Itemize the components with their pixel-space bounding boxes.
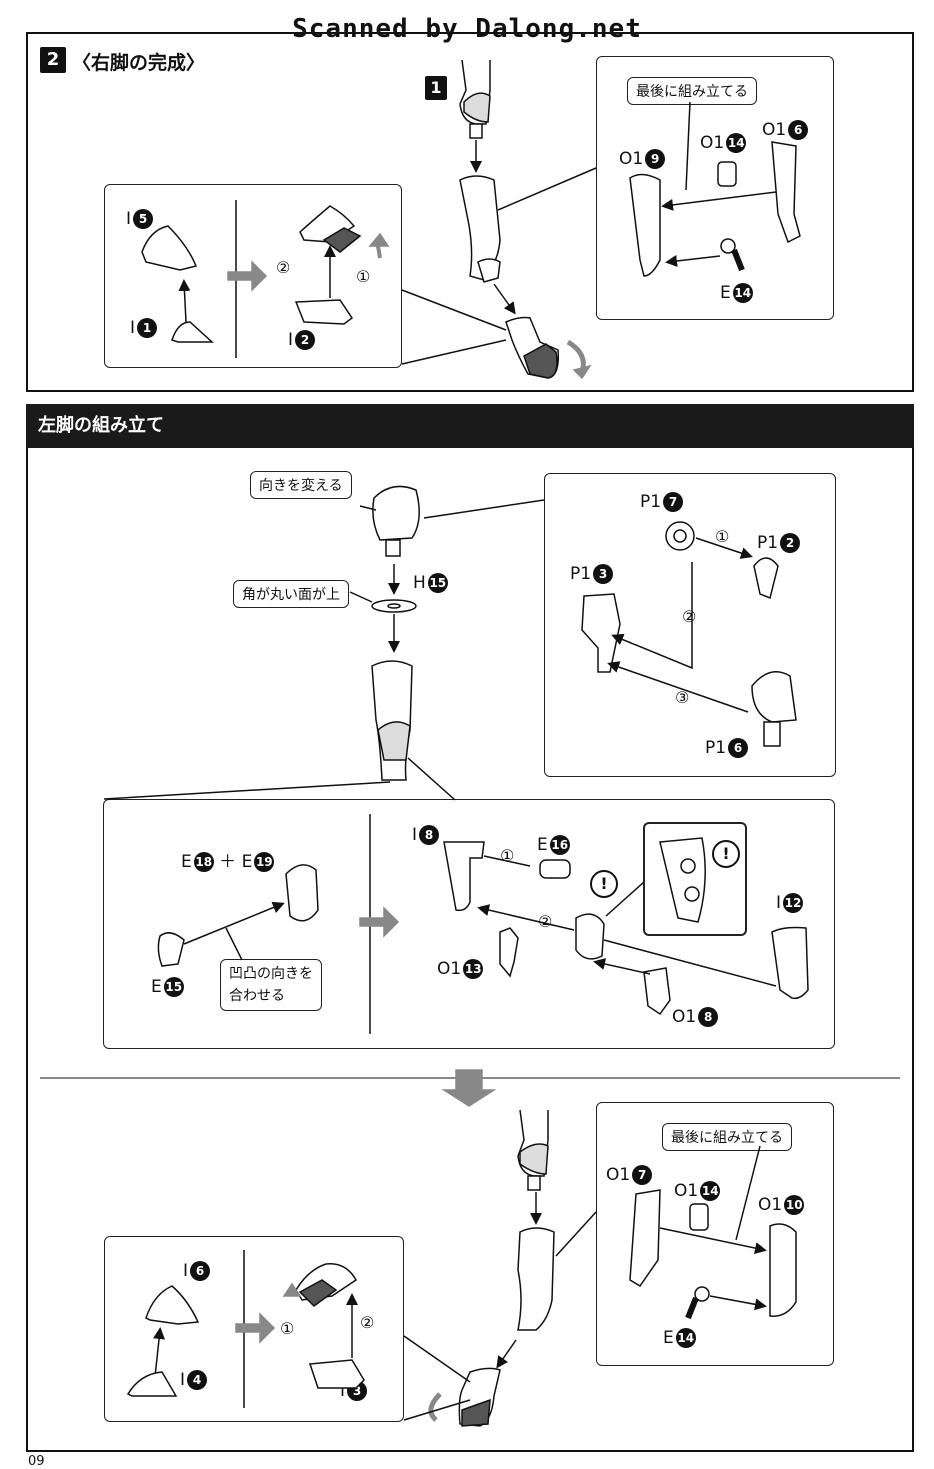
step-number-badge: 2 — [40, 47, 66, 73]
plus-sign: ＋ — [219, 852, 237, 872]
part-number-badge: 15 — [163, 977, 184, 997]
assemble-last-callout-top: 最後に組み立てる — [627, 77, 757, 105]
part-number-badge: 6 — [728, 738, 749, 758]
order-mark-1: ① — [715, 527, 730, 546]
part-number-badge: 10 — [784, 1195, 805, 1215]
notice-mark: ! — [712, 840, 740, 868]
part-number-badge: 2 — [780, 533, 801, 553]
part-number-badge: 12 — [783, 893, 804, 913]
part-number-badge: 8 — [419, 825, 440, 845]
page-number: 09 — [28, 1454, 45, 1469]
match-bumps-callout: 凹凸の向きを 合わせる — [220, 959, 322, 1011]
order-mark-2: ② — [276, 258, 291, 277]
part-number-badge: 16 — [549, 835, 570, 855]
part-number-badge: 14 — [700, 1181, 721, 1201]
order-mark-3: ③ — [675, 688, 690, 707]
part-number-badge: 19 — [254, 852, 275, 872]
match-bumps-line-1: 凹凸の向きを — [229, 966, 313, 982]
part-number-badge: 7 — [632, 1165, 653, 1185]
match-bumps-line-2: 合わせる — [229, 988, 285, 1004]
right-leg-section-title: 〈右脚の完成〉 — [72, 52, 206, 74]
part-number-badge: 4 — [187, 1370, 208, 1390]
order-mark-2: ② — [360, 1313, 375, 1332]
part-number-badge: 8 — [698, 1007, 719, 1027]
part-number-badge: 6 — [788, 120, 809, 140]
part-number-badge: 15 — [427, 573, 448, 593]
order-mark-1: ① — [280, 1319, 295, 1338]
assemble-last-callout-bottom: 最後に組み立てる — [662, 1123, 792, 1151]
part-number-badge: 13 — [463, 959, 484, 979]
part-number-badge: 3 — [593, 564, 614, 584]
notice-mark: ! — [590, 870, 618, 898]
order-mark-2: ② — [682, 607, 697, 626]
part-number-badge: 6 — [190, 1261, 211, 1281]
rounded-face-up-callout: 角が丸い面が上 — [233, 580, 349, 608]
order-mark-2: ② — [538, 912, 553, 931]
part-number-badge: 1 — [137, 318, 158, 338]
part-number-badge: 2 — [295, 330, 316, 350]
order-mark-1: ① — [356, 267, 371, 286]
left-leg-section-header: 左脚の組み立て — [26, 404, 914, 448]
sub-step-badge: 1 — [425, 76, 447, 100]
change-direction-callout: 向きを変える — [250, 471, 352, 499]
right-leg-section-frame — [26, 32, 914, 392]
part-number-badge: 9 — [645, 149, 666, 169]
watermark-text: Scanned by Dalong.net — [292, 14, 642, 44]
part-number-badge: 14 — [732, 283, 753, 303]
part-number-badge: 14 — [726, 133, 747, 153]
part-number-badge: 5 — [133, 209, 154, 229]
part-number-badge: 18 — [193, 852, 214, 872]
part-number-badge: 7 — [663, 492, 684, 512]
part-number-badge: 14 — [675, 1328, 696, 1348]
